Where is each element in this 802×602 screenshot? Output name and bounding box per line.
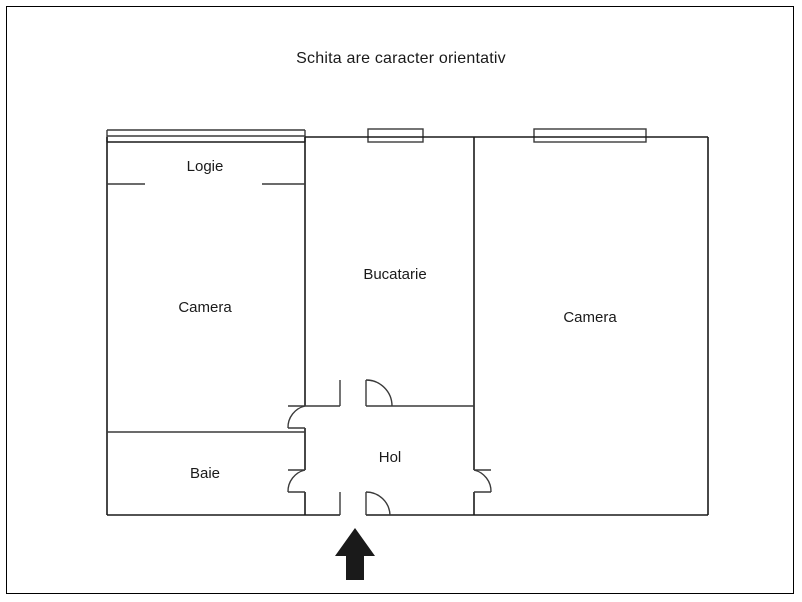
door-camera-left-hol <box>287 405 306 429</box>
page-border <box>6 6 794 594</box>
room-label-logie: Logie <box>187 158 224 175</box>
doors-group <box>287 379 492 516</box>
door-baie-hol <box>287 469 306 493</box>
interior-vertical-walls <box>304 137 475 515</box>
exterior-walls-group <box>106 136 709 516</box>
door-hol-camera-right <box>473 469 492 493</box>
room-label-hol: Hol <box>379 449 402 466</box>
door-bucatarie-hol <box>339 379 393 407</box>
room-label-baie: Baie <box>190 465 220 482</box>
interior-horizontal-walls <box>107 183 474 433</box>
room-label-bucatarie: Bucatarie <box>363 266 426 283</box>
room-label-camera-left: Camera <box>178 299 232 316</box>
windows-group <box>106 128 647 143</box>
window-bucatarie <box>367 128 424 143</box>
room-labels-group: Logie Camera Baie Bucatarie Hol Camera <box>178 158 617 482</box>
window-logie <box>106 129 306 142</box>
door-entrance <box>339 491 391 516</box>
room-label-camera-right: Camera <box>563 309 617 326</box>
window-camera-right <box>533 128 647 143</box>
page-title: Schita are caracter orientativ <box>296 50 506 67</box>
entrance-arrow <box>335 528 375 580</box>
